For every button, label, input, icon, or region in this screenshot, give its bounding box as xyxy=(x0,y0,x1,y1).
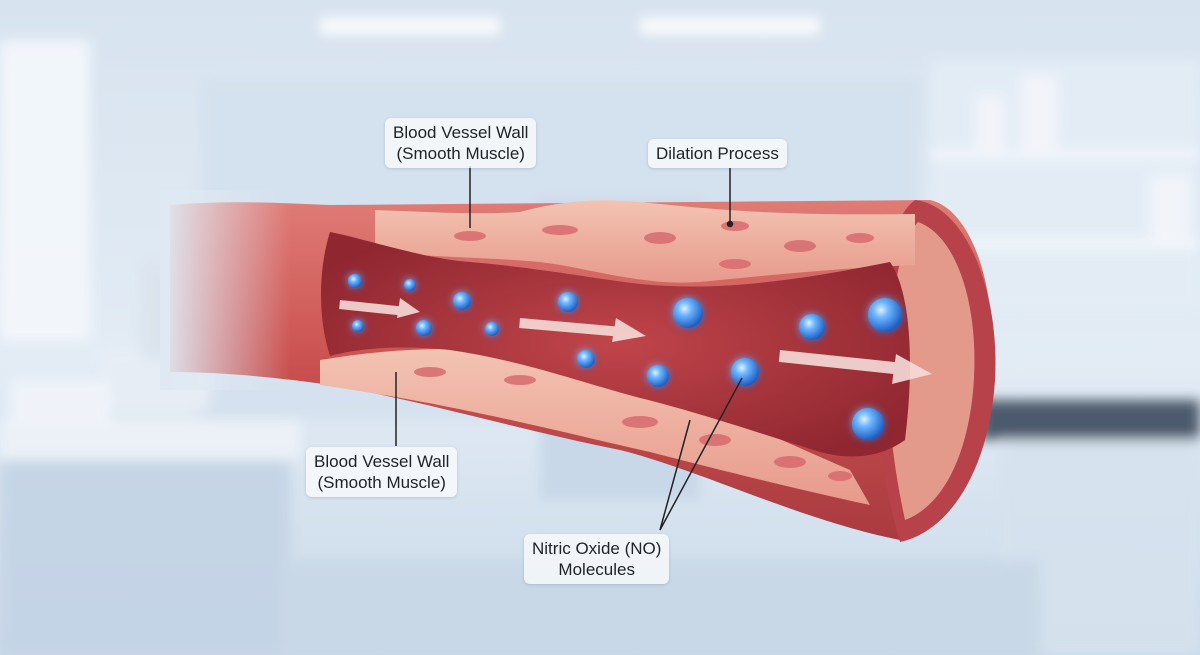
label-wall-bottom: Blood Vessel Wall (Smooth Muscle) xyxy=(306,447,458,497)
top-wall-layer xyxy=(375,200,915,283)
bottle-1 xyxy=(975,95,1005,150)
blood-vessel xyxy=(160,190,996,542)
flow-arrow-2 xyxy=(519,318,646,342)
label-wall-top: Blood Vessel Wall (Smooth Muscle) xyxy=(385,118,537,168)
label-dilation: Dilation Process xyxy=(648,139,787,168)
flow-arrow-1 xyxy=(339,298,420,318)
no-molecule-sphere xyxy=(731,358,759,386)
shelf-board-1 xyxy=(930,150,1200,158)
lab-device xyxy=(10,380,110,430)
window xyxy=(0,40,90,340)
right-counter xyxy=(980,400,1200,440)
leader-no-2 xyxy=(659,377,743,531)
label-wall-top-line2: (Smooth Muscle) xyxy=(396,144,525,163)
no-molecule-sphere xyxy=(647,365,669,387)
label-nitric-oxide-line1: Nitric Oxide (NO) xyxy=(532,539,662,558)
label-nitric-oxide-line2: Molecules xyxy=(558,560,635,579)
bottom-wall-layer xyxy=(320,349,870,505)
shelf-board-2 xyxy=(930,240,1200,248)
no-molecule-sphere xyxy=(852,408,884,440)
no-molecule-sphere xyxy=(416,320,432,336)
label-nitric-oxide: Nitric Oxide (NO) Molecules xyxy=(524,534,670,584)
vessel-lumen xyxy=(321,232,910,457)
no-molecule-sphere xyxy=(673,298,703,328)
bottle-3 xyxy=(1150,175,1190,240)
no-molecule-sphere xyxy=(868,298,902,332)
label-wall-bottom-line2: (Smooth Muscle) xyxy=(317,473,446,492)
label-wall-bottom-line1: Blood Vessel Wall xyxy=(314,452,450,471)
label-dilation-text: Dilation Process xyxy=(656,144,779,163)
vessel-cut-rim-inner xyxy=(888,222,975,520)
blood-flow-arrows xyxy=(339,298,932,384)
muscle-cells xyxy=(414,221,874,481)
no-molecule-sphere xyxy=(352,320,364,332)
no-molecules xyxy=(348,274,902,440)
flow-arrow-3 xyxy=(778,350,932,384)
no-molecule-sphere xyxy=(577,350,595,368)
no-molecule-sphere xyxy=(453,292,471,310)
label-wall-top-line1: Blood Vessel Wall xyxy=(393,123,529,142)
no-molecule-sphere xyxy=(404,279,416,291)
bottle-2 xyxy=(1020,75,1058,150)
leader-lines xyxy=(395,166,743,531)
no-molecule-sphere xyxy=(348,274,362,288)
no-molecule-sphere xyxy=(485,322,499,336)
no-molecule-sphere xyxy=(799,314,825,340)
ceiling-light-right xyxy=(640,18,820,34)
ceiling-light-left xyxy=(320,18,500,34)
no-molecule-sphere xyxy=(558,292,578,312)
left-cabinet xyxy=(0,460,290,655)
leader-no-1 xyxy=(659,419,691,531)
